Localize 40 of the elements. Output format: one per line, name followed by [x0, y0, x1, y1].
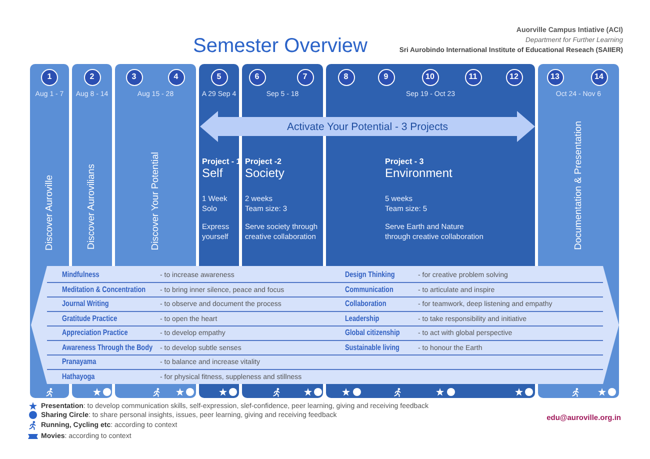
activity-name: Appreciation Practice: [62, 328, 128, 338]
week-number-circle: 2: [84, 68, 100, 86]
week-number-circle: 9: [378, 68, 394, 86]
project-number: Project - 3: [385, 157, 424, 167]
week-number-circle: 10: [422, 68, 438, 86]
project-title: Environment: [385, 166, 452, 180]
column-title: Discover Auroville: [44, 174, 56, 250]
project-number: Project -2: [245, 157, 282, 167]
week-number-circle: 13: [546, 68, 564, 86]
project-title: Society: [245, 166, 284, 180]
activity-name: Collaboration: [345, 299, 386, 310]
activity-name: Gratitude Practice: [62, 314, 118, 324]
double-arrow-banner: [200, 111, 535, 142]
week-number-circle: 1: [41, 68, 58, 86]
week-number-circle: 7: [296, 68, 314, 86]
activity-name: Meditation & Concentration: [62, 284, 146, 295]
activity-name: Awareness Through the Body: [62, 342, 153, 353]
activity-name: Hathayoga: [62, 372, 95, 382]
week-number-circle: 6: [248, 68, 266, 86]
activity-name: Design Thinking: [345, 270, 395, 280]
activity-name: Communication: [345, 284, 394, 295]
week-number-circle: 3: [126, 68, 142, 86]
activity-name: Leadership: [345, 314, 380, 324]
activity-name: Mindfulness: [62, 270, 100, 280]
column-title: Discover Your Potential: [150, 152, 162, 250]
week-number-circle: 11: [464, 68, 482, 86]
week-number-circle: 12: [506, 68, 522, 86]
activity-name: Pranayama: [62, 357, 96, 368]
project-title: Self: [202, 166, 223, 180]
page-title: Semester Overview: [193, 35, 368, 58]
week-number-circle: 8: [338, 68, 354, 86]
column-title: Documentation & Presentation: [572, 121, 584, 250]
activity-name: Journal Writing: [62, 299, 109, 310]
activity-name: Global citizenship: [345, 328, 400, 338]
week-number-circle: 4: [168, 68, 184, 86]
column-title: Discover Aurovilians: [86, 164, 98, 250]
week-number-circle: 5: [210, 68, 228, 86]
banner-text: Activate Your Potential - 3 Projects: [286, 120, 448, 132]
activity-name: Sustainable living: [345, 342, 400, 353]
week-number-circle: 14: [590, 68, 608, 86]
